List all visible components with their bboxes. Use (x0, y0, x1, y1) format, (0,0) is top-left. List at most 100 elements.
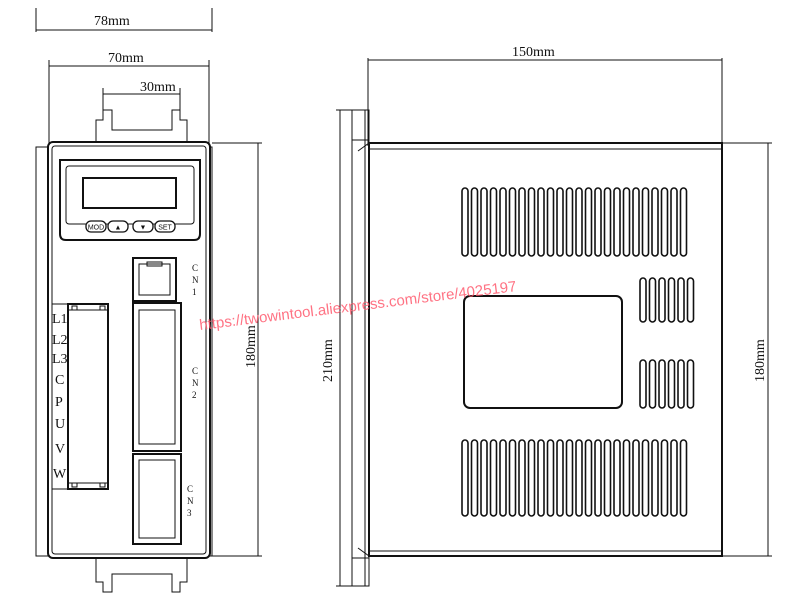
dimension-height-side-total: 210mm (321, 109, 352, 587)
cn2-label-c: C (192, 366, 198, 376)
vent-slot (508, 439, 517, 517)
vent-slot (641, 187, 650, 257)
display-panel: MOD ▲ ▼ SET (59, 159, 201, 241)
vent-slot (461, 187, 469, 257)
vent-slot (613, 187, 621, 257)
dimension-label-150mm: 150mm (512, 45, 555, 60)
terminal-block: L1 L2 L3 C P U V W (52, 303, 109, 490)
mod-button[interactable] (85, 220, 107, 233)
vent-slot (537, 439, 545, 517)
vent-slot (648, 359, 657, 409)
vent-slot (603, 187, 612, 257)
led-display (82, 177, 177, 209)
vent-slot (499, 439, 507, 517)
cn3-label-3: 3 (187, 508, 192, 518)
vent-slot (679, 439, 688, 517)
down-button[interactable] (132, 220, 154, 233)
dimension-height-front: 180mm (212, 142, 262, 557)
vent-slot (667, 277, 676, 323)
vent-slot (584, 439, 593, 517)
vent-slot (470, 439, 479, 517)
set-button-label: SET (158, 225, 172, 232)
vent-slot (658, 277, 666, 323)
vent-slot (489, 187, 498, 257)
vent-slot (622, 439, 631, 517)
vent-slot (575, 187, 583, 257)
vent-slot (622, 187, 631, 257)
vent-slot (679, 187, 688, 257)
side-view: 210mm 150mm (321, 45, 772, 587)
dimension-label-180mm-side: 180mm (753, 339, 768, 382)
ventilation-slots-bottom (461, 439, 688, 517)
set-button[interactable] (154, 220, 176, 233)
connector-cn1: C N 1 (132, 257, 199, 302)
vent-slot (556, 187, 564, 257)
ventilation-slots-right-lower (639, 359, 695, 409)
vent-slot (527, 187, 536, 257)
dimension-depth: 150mm (367, 45, 723, 146)
top-mounting-bracket (95, 109, 188, 142)
vent-slot (670, 187, 678, 257)
connector-cn3: C N 3 (132, 453, 194, 545)
terminal-label-l2: L2 (52, 333, 68, 348)
vent-slot (613, 439, 621, 517)
dimension-mount-spacing: 30mm (102, 80, 181, 110)
vent-slot (641, 439, 650, 517)
dimension-label-70mm: 70mm (108, 51, 144, 66)
vent-slot (489, 439, 498, 517)
vent-slot (677, 359, 685, 409)
cn3-label-c: C (187, 484, 193, 494)
dimension-label-180mm-front: 180mm (244, 325, 259, 368)
vent-slot (527, 439, 536, 517)
vent-slot (518, 187, 526, 257)
up-arrow-icon: ▲ (115, 225, 122, 232)
dimension-height-side: 180mm (722, 142, 772, 557)
vent-slot (537, 187, 545, 257)
vent-slot (518, 439, 526, 517)
vent-slot (632, 439, 640, 517)
vent-slot (575, 439, 583, 517)
vent-slot (639, 359, 647, 409)
vent-slot (648, 277, 657, 323)
vent-slot (480, 187, 488, 257)
dimension-label-30mm: 30mm (140, 80, 176, 95)
display-buttons: MOD ▲ ▼ SET (85, 220, 176, 233)
terminal-label-w: W (53, 467, 67, 482)
ventilation-slots-right-upper (639, 277, 695, 323)
dimension-label-78mm: 78mm (94, 14, 130, 29)
vent-slot (584, 187, 593, 257)
vent-slot (667, 359, 676, 409)
vent-slot (686, 359, 695, 409)
up-button[interactable] (107, 220, 129, 233)
vent-slot (565, 439, 574, 517)
cn2-label-n: N (192, 378, 199, 388)
cn1-label-1: 1 (192, 287, 197, 297)
dimension-width-total: 78mm (35, 8, 213, 32)
vent-slot (508, 187, 517, 257)
vent-slot (677, 277, 685, 323)
terminal-label-l1: L1 (52, 312, 68, 327)
dimension-label-210mm: 210mm (321, 339, 336, 382)
vent-slot (594, 187, 602, 257)
vent-slot (658, 359, 666, 409)
terminal-label-l3: L3 (52, 352, 68, 367)
label-window (463, 295, 623, 409)
mod-button-label: MOD (88, 225, 104, 232)
cn1-label-n: N (192, 275, 199, 285)
vent-slot (470, 187, 479, 257)
vent-slot (461, 439, 469, 517)
vent-slot (556, 439, 564, 517)
vent-slot (480, 439, 488, 517)
vent-slot (639, 277, 647, 323)
vent-slot (686, 277, 695, 323)
cn3-label-n: N (187, 496, 194, 506)
side-mounting-plate (351, 109, 370, 587)
vent-slot (603, 439, 612, 517)
vent-slot (670, 439, 678, 517)
vent-slot (546, 439, 555, 517)
front-view: 78mm 70mm 30mm (35, 8, 262, 593)
ventilation-slots-top (461, 187, 688, 257)
terminal-label-u: U (55, 417, 65, 432)
cn1-label-c: C (192, 263, 198, 273)
